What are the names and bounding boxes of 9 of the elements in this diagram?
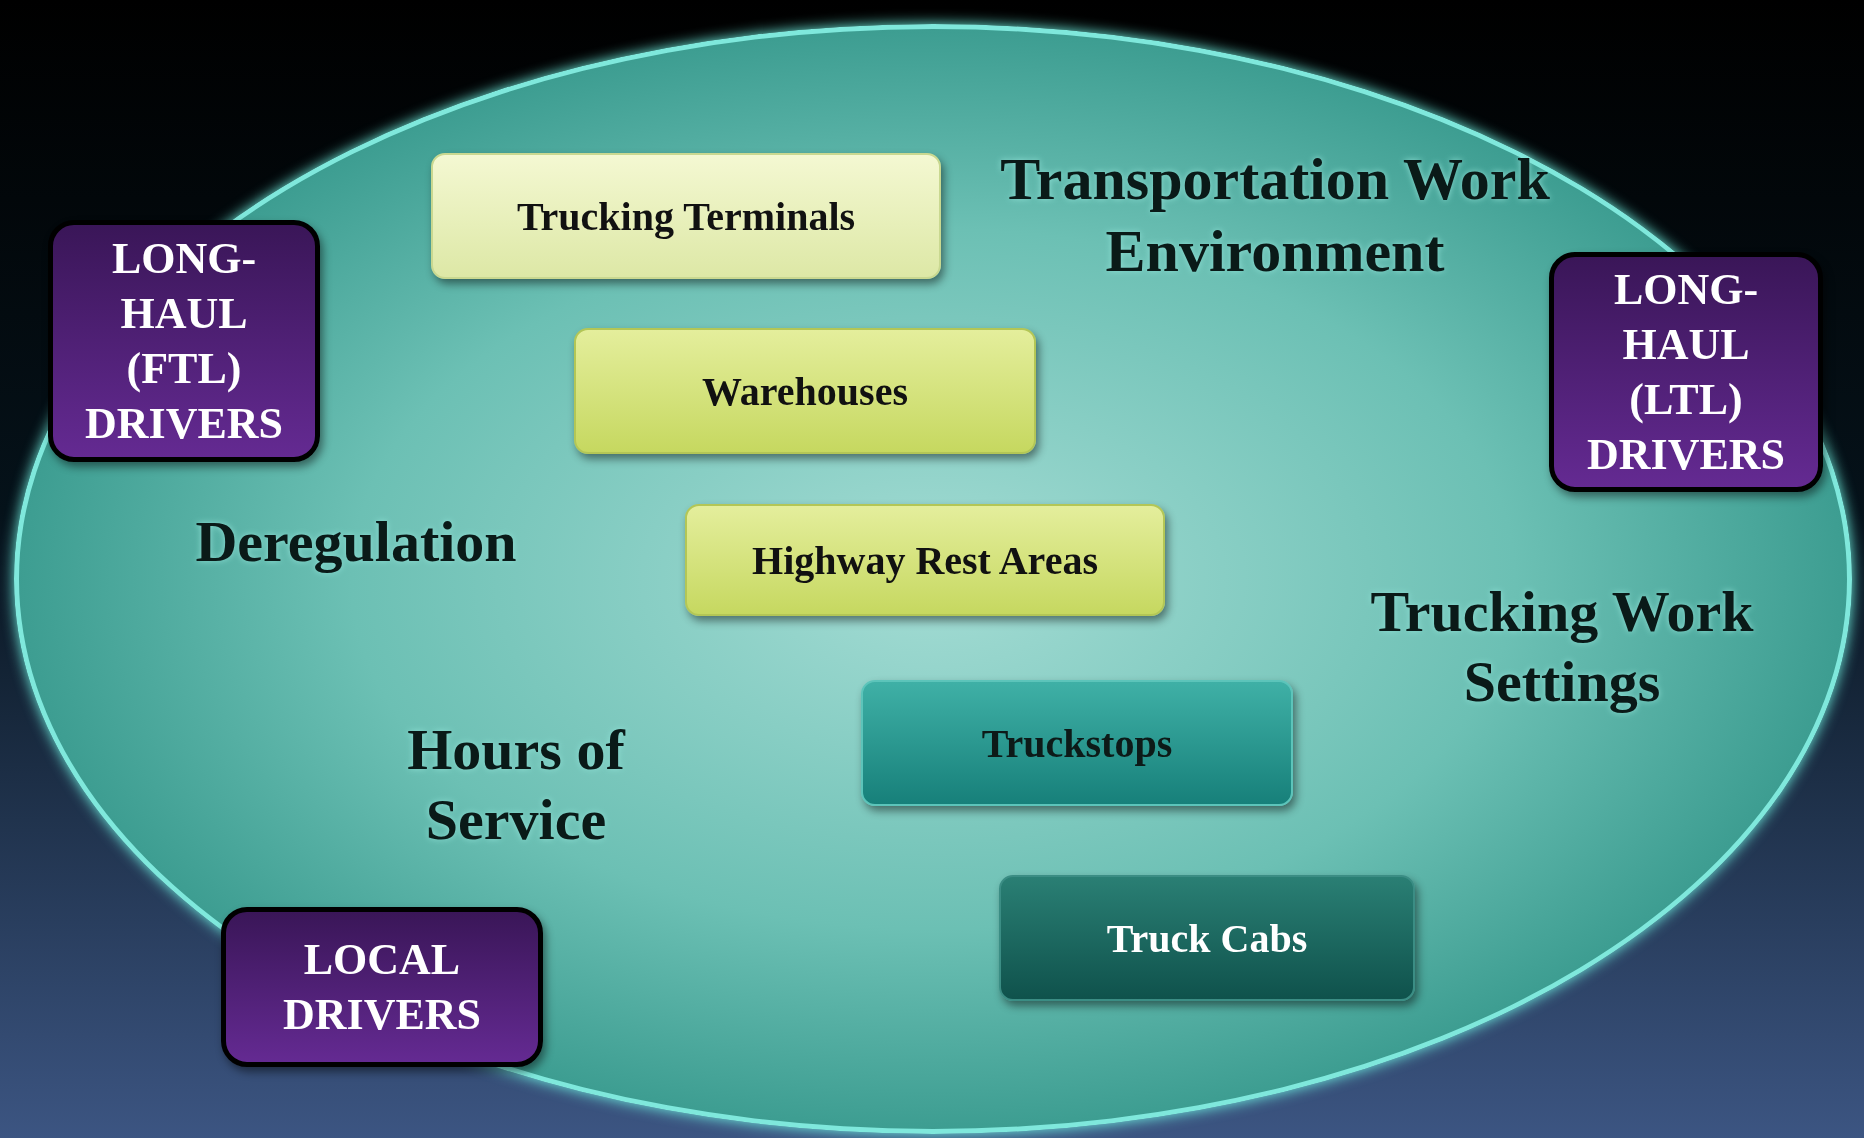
factor-label: Deregulation xyxy=(194,508,518,576)
setting-box: Warehouses xyxy=(574,328,1036,454)
setting-box: Trucking Terminals xyxy=(431,153,941,279)
setting-box: Truckstops xyxy=(861,680,1293,806)
setting-box: Highway Rest Areas xyxy=(685,504,1165,616)
setting-box: Truck Cabs xyxy=(999,875,1415,1001)
factor-label: Hours of Service xyxy=(406,716,627,854)
region-title: Transportation Work Environment xyxy=(999,145,1551,286)
factor-label: Trucking Work Settings xyxy=(1369,578,1755,716)
